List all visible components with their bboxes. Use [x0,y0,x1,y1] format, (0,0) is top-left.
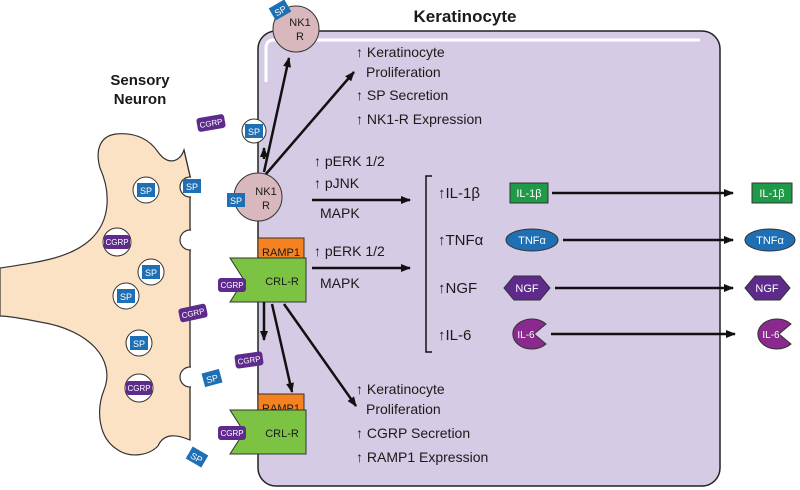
sp-vesicle: SP [112,282,140,310]
svg-text:SP: SP [140,186,152,196]
svg-text:MAPK: MAPK [320,275,360,291]
ngf-badge: NGF [503,275,551,301]
svg-text:IL-1β: IL-1β [759,188,784,200]
svg-text:MAPK: MAPK [320,205,360,221]
svg-text:CGRP: CGRP [105,238,128,247]
svg-text:SP: SP [186,182,198,192]
tnfa-badge: TNFα [505,228,559,252]
pathway-arrows [260,57,736,407]
svg-text:↑TNFα: ↑TNFα [438,232,484,249]
svg-text:NGF: NGF [755,283,779,295]
cytokine-bracket [425,175,432,353]
neuron-title-line2: Neuron [114,91,167,108]
cgrp-receptor-complex-middle: RAMP1 CRL-R CGRP [218,237,307,303]
svg-text:↑IL-1β: ↑IL-1β [438,185,480,202]
svg-text:CGRP: CGRP [237,354,261,366]
svg-text:R: R [262,200,270,212]
svg-text:↑ pERK 1/2: ↑ pERK 1/2 [314,153,385,169]
svg-text:SP: SP [248,127,260,137]
svg-text:CRL-R: CRL-R [265,276,299,288]
cell-title: Keratinocyte [414,7,517,26]
svg-text:R: R [296,31,304,43]
signaling-crlr: ↑ pERK 1/2 MAPK [314,243,385,291]
il1b-badge: IL-1β [509,182,549,204]
svg-text:↑ NK1-R Expression: ↑ NK1-R Expression [356,111,482,127]
svg-text:↑IL-6: ↑IL-6 [438,327,471,344]
il1b-secreted: IL-1β [751,182,793,204]
cgrp-vesicle: CGRP [124,373,154,403]
svg-text:↑ CGRP Secretion: ↑ CGRP Secretion [356,425,470,441]
svg-text:CGRP: CGRP [220,281,243,290]
svg-text:IL-6: IL-6 [517,330,535,341]
nk1r-receptor-top: NK1 R SP [268,0,320,53]
svg-text:NGF: NGF [515,283,539,295]
neuron-title-line1: Sensory [110,72,170,89]
svg-text:SP: SP [145,268,157,278]
sp-released: SP [185,446,209,468]
svg-text:NK1: NK1 [255,186,276,198]
tnfa-secreted: TNFα [744,228,796,252]
svg-text:CRL-R: CRL-R [265,428,299,440]
outcomes-bottom: ↑ Keratinocyte Proliferation ↑ CGRP Secr… [356,381,488,465]
svg-text:TNFα: TNFα [756,235,784,247]
sp-vesicle: SP [125,329,153,357]
svg-text:NK1: NK1 [289,17,310,29]
svg-text:RAMP1: RAMP1 [262,247,300,259]
outcomes-top: ↑ Keratinocyte Proliferation ↑ SP Secret… [356,44,482,127]
svg-text:CGRP: CGRP [199,117,223,130]
sensory-neuron [0,133,191,456]
signaling-nk1r: ↑ pERK 1/2 ↑ pJNK MAPK [314,153,385,221]
svg-text:↑ pJNK: ↑ pJNK [314,175,360,191]
nk1r-receptor-middle: NK1 R SP [227,172,283,222]
svg-text:SP: SP [120,292,132,302]
svg-text:↑ Keratinocyte: ↑ Keratinocyte [356,381,445,397]
cytokine-labels: ↑IL-1β ↑TNFα ↑NGF ↑IL-6 [438,185,484,344]
cell-highlight [264,38,700,82]
svg-text:CGRP: CGRP [127,384,150,393]
sp-vesicle: SP [137,258,165,286]
il6-secreted: IL-6 [757,318,792,350]
cgrp-released: CGRP [196,114,226,132]
svg-text:↑ RAMP1 Expression: ↑ RAMP1 Expression [356,449,488,465]
svg-text:SP: SP [133,339,145,349]
svg-text:SP: SP [230,196,242,206]
svg-text:IL-1β: IL-1β [516,188,541,200]
svg-text:TNFα: TNFα [518,235,546,247]
sp-membrane-pocket: SP [241,118,267,144]
svg-text:SP: SP [205,373,219,386]
svg-text:CGRP: CGRP [220,429,243,438]
svg-text:↑NGF: ↑NGF [438,280,477,297]
sp-released: SP [201,368,223,388]
neuron-membrane-right [183,149,191,440]
sp-released: SP [183,179,201,193]
cgrp-released: CGRP [178,303,208,323]
svg-text:↑ Keratinocyte: ↑ Keratinocyte [356,44,445,60]
svg-text:IL-6: IL-6 [762,330,780,341]
sp-vesicle: SP [132,176,160,204]
ngf-secreted: NGF [744,275,791,301]
cgrp-vesicle: CGRP [102,227,132,257]
cgrp-receptor-complex-bottom: RAMP1 CRL-R CGRP [218,393,307,455]
il6-badge: IL-6 [512,318,547,350]
svg-text:↑ pERK 1/2: ↑ pERK 1/2 [314,243,385,259]
cgrp-released: CGRP [234,351,264,369]
svg-text:↑ SP Secretion: ↑ SP Secretion [356,87,448,103]
svg-text:Proliferation: Proliferation [366,401,441,417]
svg-text:Proliferation: Proliferation [366,64,441,80]
